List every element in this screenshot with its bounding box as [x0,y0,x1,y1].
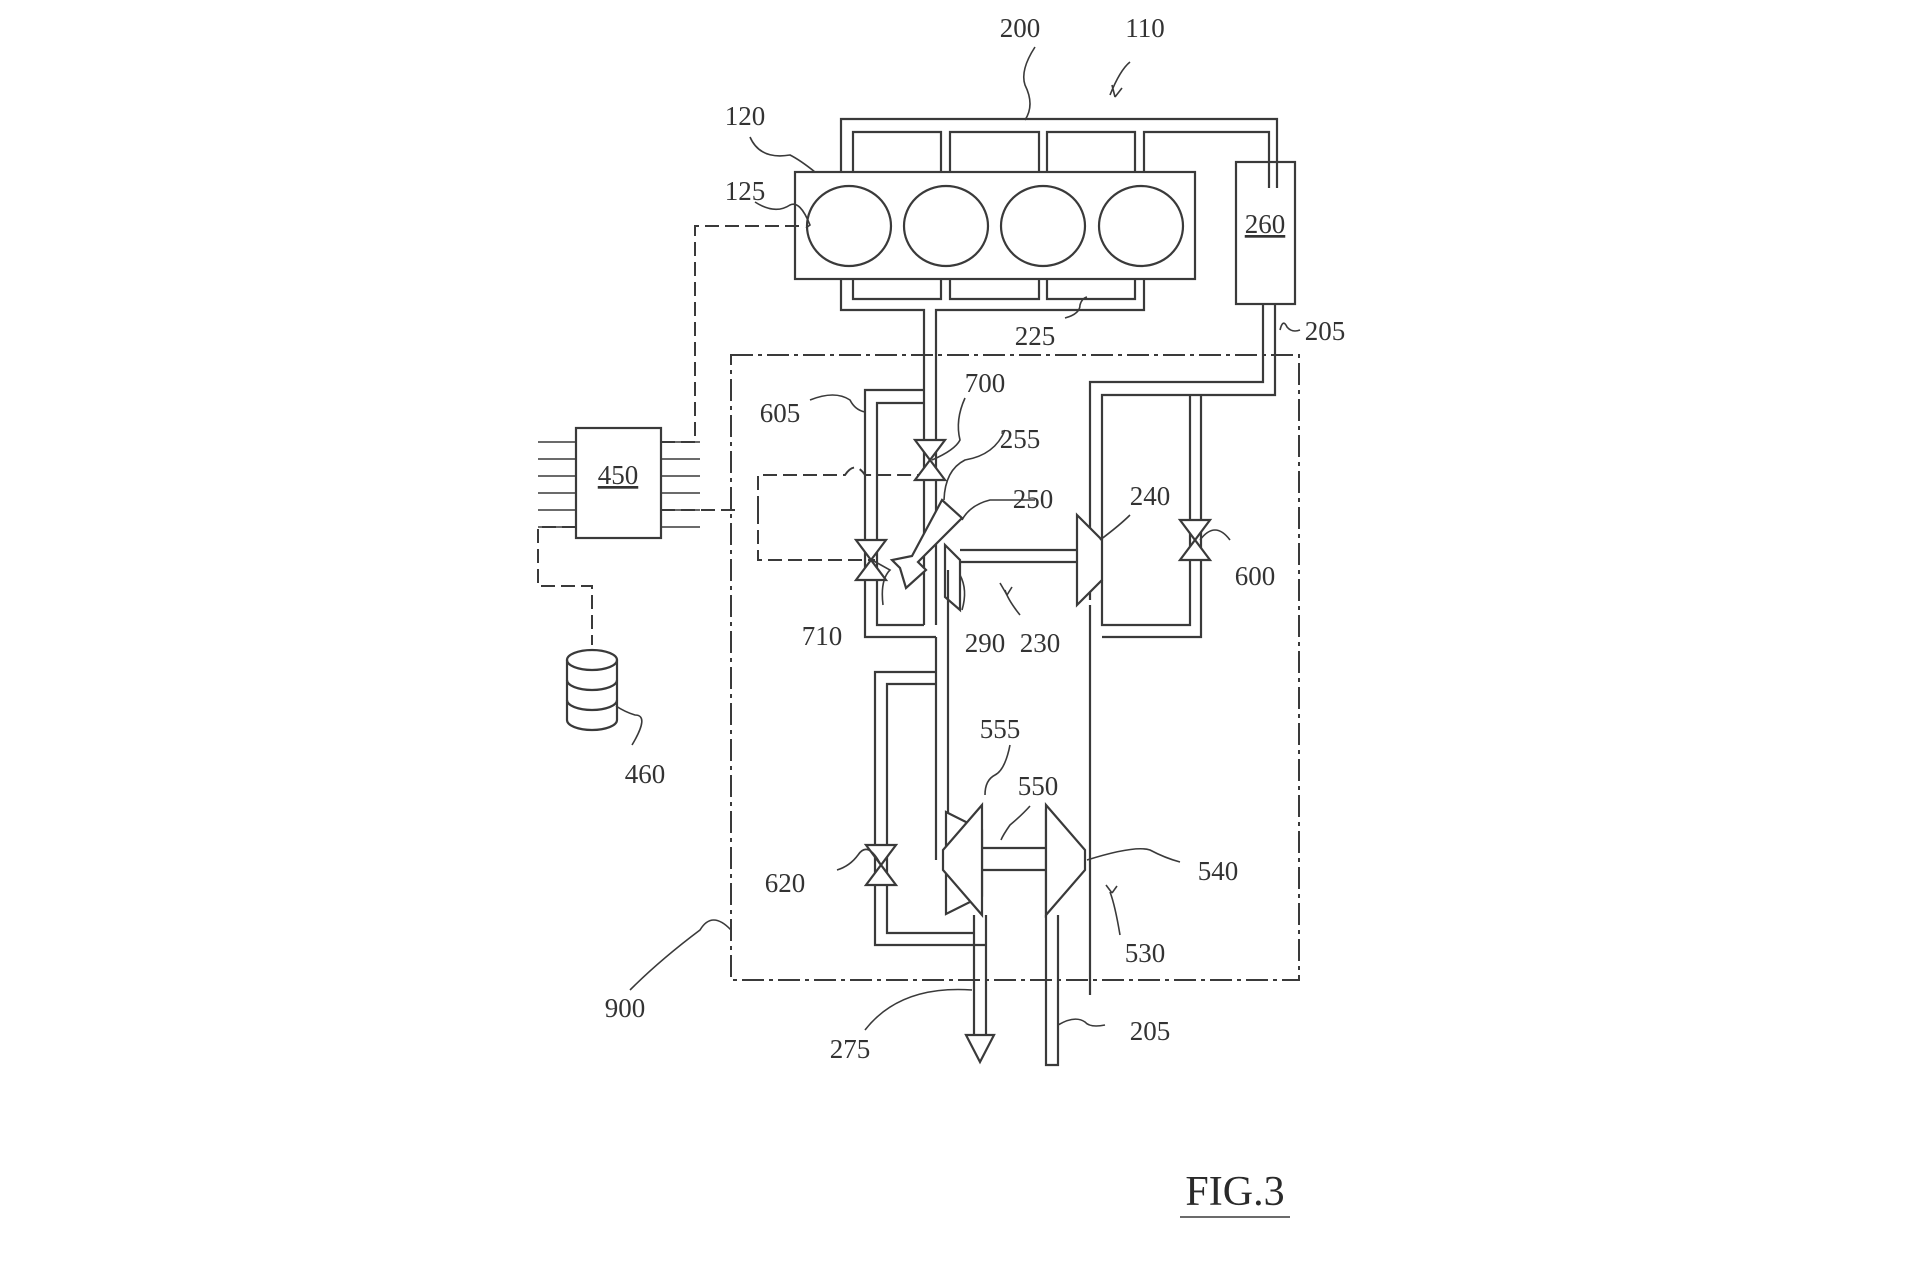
memory-database-icon [565,648,619,732]
charge-air-line-inner [1100,304,1277,540]
figure-title: FIG.3 [1185,1169,1284,1215]
cylinder-2 [902,184,990,268]
label-egr-cooler: 250 [1013,484,1054,514]
control-line-memory [537,526,593,645]
label-exhaust-outlet-line: 205 [1130,1016,1171,1046]
controller-box [574,426,663,540]
label-egr-pipe: 255 [1000,424,1041,454]
label-bypass-line: 605 [760,398,801,428]
label-wastegate-valve: 600 [1235,561,1276,591]
egr-valve-710 [853,538,889,582]
intercooler: 260 [1234,160,1297,306]
label-memory: 460 [625,759,666,789]
bypass-line-605-outer [863,388,936,639]
intercooler-box [1234,160,1297,306]
label-intercooler: 260 [1245,209,1286,239]
engine-block-outline [793,170,1197,281]
wastegate-loop-inner [1100,395,1192,627]
wastegate-valve-600 [1177,518,1213,562]
cylinder-1 [805,184,893,268]
wastegate-loop-outer [1102,395,1203,639]
control-line-valve-710 [757,510,875,561]
control-line-engine [661,225,800,443]
label-system: 110 [1125,13,1165,43]
label-compressor-inlet: 555 [980,714,1021,744]
label-turbocharger: 530 [1125,938,1166,968]
turbine-bypass-inner [885,682,974,935]
label-cylinder: 125 [725,176,766,206]
compressor-240 [1075,512,1104,608]
label-egr-valve-upper: 700 [965,368,1006,398]
boundary-box [730,354,1300,981]
label-intake-manifold: 200 [1000,13,1041,43]
label-turbine-bypass-valve: 620 [765,868,806,898]
label-compressor-bypass: 240 [1130,481,1171,511]
label-egr-valve-assembly: 290 [965,628,1006,658]
turbine-bypass-valve-620 [863,843,899,887]
intake-manifold [839,117,1279,188]
cylinder-3 [999,184,1087,268]
cylinder-4 [1097,184,1185,268]
egr-cooler-arrow [889,498,964,613]
leader-lines [615,46,1301,1031]
charge-air-line-outer [1088,304,1265,600]
label-egr-valve-lower: 710 [802,621,843,651]
controller: 450 [538,426,700,540]
label-exhaust-line: 205 [1305,316,1346,346]
label-boundary: 900 [605,993,646,1023]
engine-block [793,170,1197,281]
turbocharger [941,802,1087,918]
exhaust-arrow-icon [964,1033,996,1065]
label-controller: 450 [598,460,639,490]
turbine-bypass-outer [873,670,986,947]
label-shaft: 550 [1018,771,1059,801]
egr-valve-700 [912,438,948,482]
air-inlet-line [1044,915,1060,1067]
label-exhaust-tail: 275 [830,1034,871,1064]
label-turbine: 540 [1198,856,1239,886]
control-line-valve-700 [757,466,925,510]
label-egr-circuit: 230 [1020,628,1061,658]
label-engine-block: 120 [725,101,766,131]
label-exhaust-manifold: 225 [1015,321,1056,351]
bypass-line-605-inner [875,401,924,627]
